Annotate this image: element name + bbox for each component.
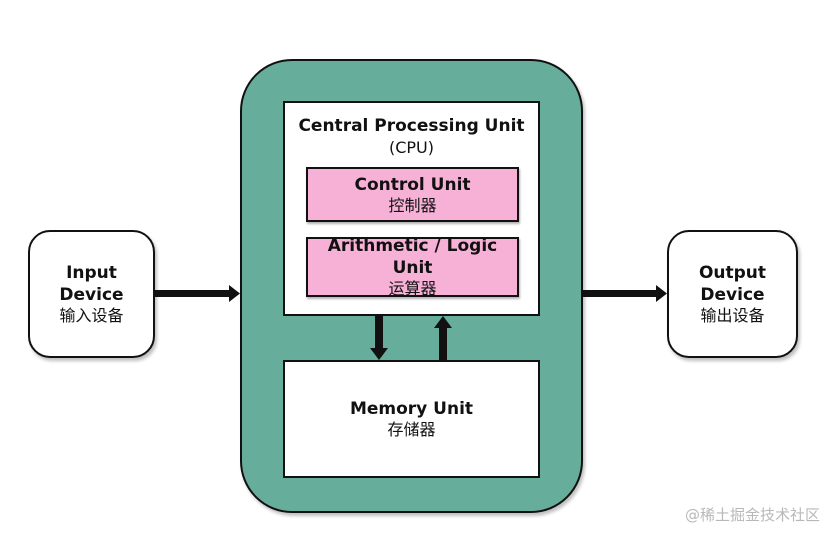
output-title-line2: Device: [700, 285, 765, 305]
arrow-input-to-cpu: [155, 285, 240, 302]
memory-title: Memory Unit: [349, 399, 474, 419]
memory-subtitle: 存储器: [387, 420, 436, 439]
watermark: @稀土掘金技术社区: [684, 506, 820, 524]
control-unit-subtitle: 控制器: [388, 195, 437, 215]
input-device-box: Input Device 输入设备: [28, 230, 155, 358]
input-subtitle: 输入设备: [59, 306, 124, 325]
arrow-cpu-to-output: [583, 285, 667, 302]
output-title-line1: Output: [698, 263, 767, 283]
input-title-line2: Device: [59, 285, 124, 305]
control-unit-title: Control Unit: [354, 174, 471, 195]
cpu-box: Central Processing Unit (CPU) Control Un…: [283, 101, 540, 316]
alu-title: Arithmetic / Logic Unit: [327, 236, 498, 278]
alu-subtitle: 运算器: [388, 279, 437, 298]
alu-box: Arithmetic / Logic Unit 运算器: [306, 236, 519, 298]
arrow-cpu-to-memory: [370, 316, 388, 360]
input-title-line1: Input: [66, 263, 117, 283]
arrow-memory-to-cpu: [434, 316, 452, 360]
memory-unit-box: Memory Unit 存储器: [283, 360, 540, 478]
control-unit-box: Control Unit 控制器: [306, 167, 519, 222]
output-device-box: Output Device 输出设备: [667, 230, 798, 358]
cpu-abbr: (CPU): [388, 138, 434, 157]
cpu-title: Central Processing Unit: [298, 116, 525, 136]
output-subtitle: 输出设备: [700, 306, 765, 325]
